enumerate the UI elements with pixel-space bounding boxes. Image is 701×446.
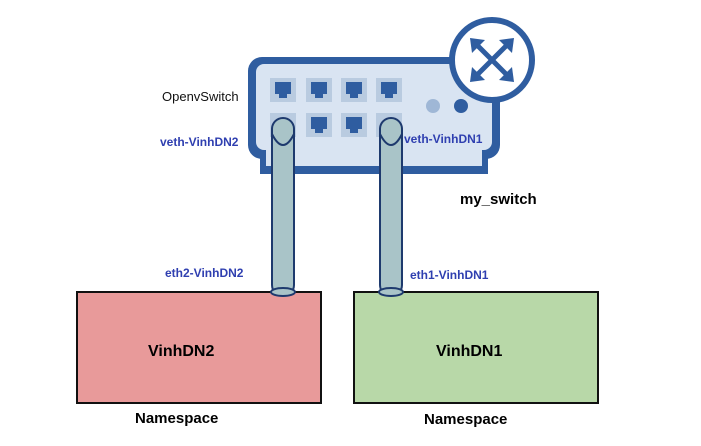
namespace-caption-left: Namespace xyxy=(135,410,219,427)
port-label-veth-vinhdn1: veth-VinhDN1 xyxy=(404,132,483,146)
switch-name-label: my_switch xyxy=(460,191,537,208)
cable-veth-vinhdn1 xyxy=(379,117,403,297)
cable-veth-vinhdn2 xyxy=(271,117,295,297)
status-led-dark xyxy=(454,99,468,113)
namespace-box-vinhdn1 xyxy=(353,291,599,404)
iface-label-eth1: eth1-VinhDN1 xyxy=(410,268,489,282)
plug-eth1 xyxy=(378,287,404,297)
namespace-box-vinhdn2 xyxy=(76,291,322,404)
plug-eth2 xyxy=(270,287,296,297)
status-led-light xyxy=(426,99,440,113)
iface-label-eth2: eth2-VinhDN2 xyxy=(165,266,244,280)
port-label-veth-vinhdn2: veth-VinhDN2 xyxy=(160,135,239,149)
namespace-caption-right: Namespace xyxy=(424,411,508,428)
switch-port-row-top xyxy=(270,78,402,102)
switch-type-label: OpenvSwitch xyxy=(162,89,239,104)
openvswitch-device xyxy=(248,57,500,174)
router-arrows-icon xyxy=(449,17,535,103)
namespace-name-vinhdn1: VinhDN1 xyxy=(436,343,503,360)
namespace-name-vinhdn2: VinhDN2 xyxy=(148,343,215,360)
